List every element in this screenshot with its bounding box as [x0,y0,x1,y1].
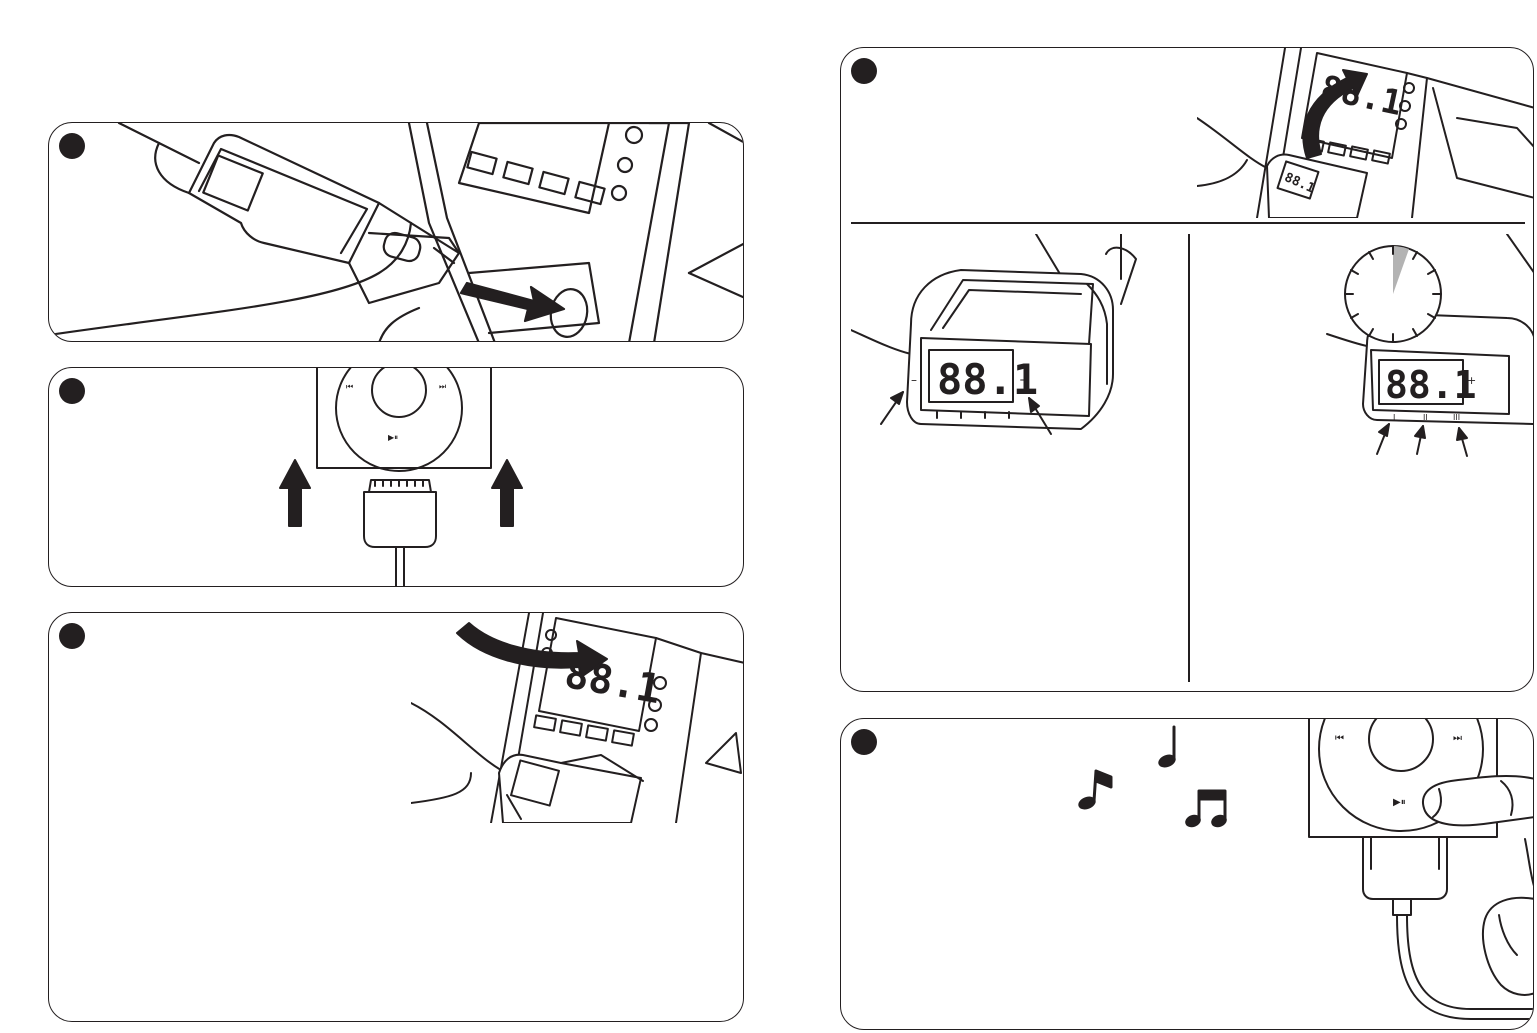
preset-2-button[interactable]: II [1423,413,1428,422]
step-1-illustration [49,123,744,342]
next-track-label: ⏭ [439,382,446,391]
music-note-icon-1 [1156,727,1177,770]
step-4-divider-vertical [1188,234,1190,682]
step-4-number-dot [851,58,877,84]
step-3-panel: 88.1 [48,612,744,1022]
step-3-number-dot [59,623,85,649]
next-track-label-2: ⏭ [1453,733,1462,744]
step-5-panel: ⏮ ⏭ ▶⏸ [840,718,1534,1030]
step-5-ipod-illustration: ⏮ ⏭ ▶⏸ [1301,719,1534,1030]
prev-track-label-2: ⏮ [1335,733,1344,744]
music-note-icon-2 [1076,771,1111,812]
step-2-panel: ⏮ ⏭ ▶⏸ [48,367,744,587]
preset-3-button[interactable]: III [1453,413,1460,422]
step-2-illustration: ⏮ ⏭ ▶⏸ [49,368,744,587]
step-5-number-dot [851,729,877,755]
play-pause-label: ▶⏸ [388,433,398,442]
step-4-preset-illustration: 88.1 + I II III [1197,234,1534,464]
timer-icon [1345,246,1441,342]
step-4-divider-horizontal [851,222,1525,224]
step-3-illustration: 88.1 [411,613,744,823]
transmitter-preset-display: 88.1 [1385,363,1477,407]
prev-track-label: ⏮ [346,382,353,391]
minus-button[interactable]: – [911,373,917,387]
step-4-top-illustration: 88.1 88.1 [1197,48,1534,218]
play-pause-button[interactable]: ▶⏸ [1393,797,1406,808]
plus-button[interactable]: + [1019,373,1029,387]
music-notes-illustration [1071,725,1241,835]
step-1-panel [48,122,744,342]
music-note-icon-3 [1183,791,1228,829]
step-4-panel: 88.1 88.1 [840,47,1534,692]
preset-1-button[interactable]: I [1393,413,1395,422]
step-4-tune-illustration: 88.1 – + [851,234,1181,444]
plus-button-2[interactable]: + [1467,374,1476,387]
